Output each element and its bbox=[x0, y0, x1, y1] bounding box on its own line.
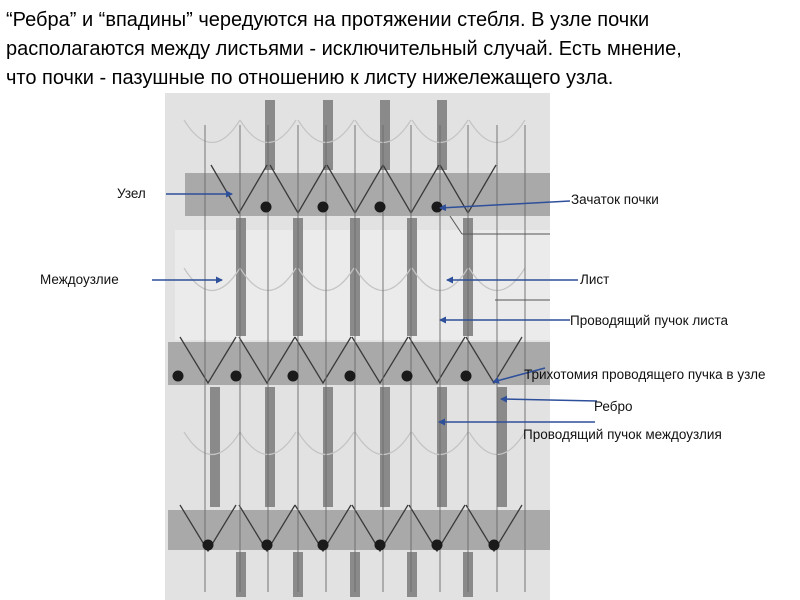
bud-dot bbox=[402, 371, 413, 382]
bud-dot bbox=[288, 371, 299, 382]
bundle-strip bbox=[265, 387, 275, 507]
label-internode: Междоузлие bbox=[40, 272, 119, 287]
bundle-strip bbox=[497, 387, 507, 507]
bud-dot bbox=[432, 202, 443, 213]
bundle-strip bbox=[323, 100, 333, 170]
label-rib: Ребро bbox=[594, 399, 633, 414]
bud-dot bbox=[345, 371, 356, 382]
bundle-strip bbox=[407, 552, 417, 597]
label-bundle-trichotomy: Трихотомия проводящего пучка в узле bbox=[524, 367, 800, 382]
bundle-strip bbox=[265, 100, 275, 170]
bud-dot bbox=[432, 540, 443, 551]
bundle-strip bbox=[437, 100, 447, 170]
bud-dot bbox=[261, 202, 272, 213]
bundle-strip bbox=[407, 218, 417, 336]
bud-dot bbox=[262, 540, 273, 551]
bud-dot bbox=[375, 540, 386, 551]
bud-dot bbox=[489, 540, 500, 551]
bud-dot bbox=[375, 202, 386, 213]
bud-dot bbox=[318, 202, 329, 213]
bundle-strip bbox=[437, 387, 447, 507]
diagram-panel-light-area bbox=[175, 230, 550, 340]
bundle-strip bbox=[323, 387, 333, 507]
label-internode-bundle: Проводящий пучок междоузлия bbox=[523, 427, 722, 442]
label-node: Узел bbox=[117, 186, 146, 201]
bud-dot bbox=[461, 371, 472, 382]
bud-dot bbox=[318, 540, 329, 551]
bundle-strip bbox=[380, 387, 390, 507]
bundle-strip bbox=[236, 218, 246, 336]
label-leaf: Лист bbox=[580, 272, 609, 287]
bud-dot bbox=[203, 540, 214, 551]
bud-dot bbox=[231, 371, 242, 382]
bundle-strip bbox=[236, 552, 246, 597]
label-bud-primordium: Зачаток почки bbox=[571, 192, 659, 207]
bud-dot bbox=[173, 371, 184, 382]
bundle-strip bbox=[210, 387, 220, 507]
bundle-strip bbox=[380, 100, 390, 170]
label-leaf-bundle: Проводящий пучок листа bbox=[570, 313, 728, 328]
